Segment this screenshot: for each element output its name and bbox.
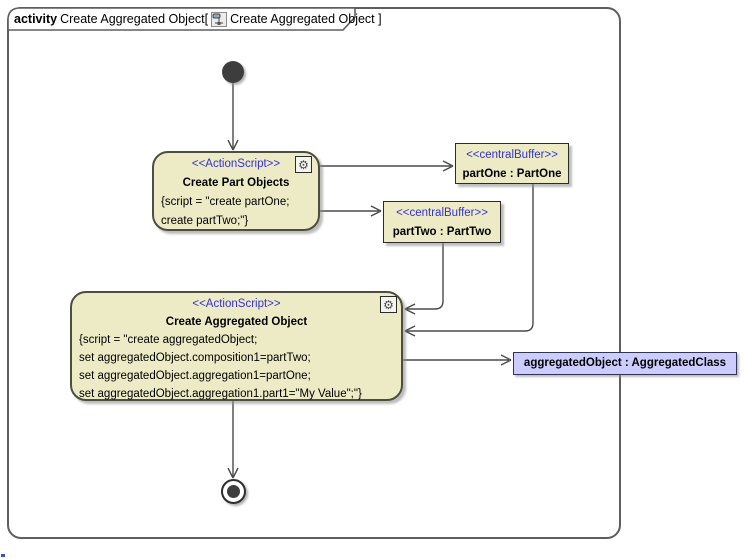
- object-node-name: aggregatedObject : AggregatedClass: [523, 357, 727, 369]
- gear-icon[interactable]: ⚙: [295, 156, 312, 173]
- activity-final-inner-dot: [227, 485, 240, 498]
- edge-parttwo-to-create-aggregated-object[interactable]: [404, 243, 444, 315]
- action-create-part-objects[interactable]: <<ActionScript>> Create Part Objects {sc…: [152, 151, 320, 231]
- buffer-name: partOne : PartOne: [462, 168, 562, 180]
- edge-create-aggregated-object-to-final[interactable]: [227, 401, 239, 479]
- edge-partone-to-create-aggregated-object[interactable]: [404, 184, 534, 337]
- central-buffer-partone[interactable]: <<centralBuffer>> partOne : PartOne: [455, 143, 569, 184]
- edge-create-aggregated-object-to-aggregatedobject[interactable]: [403, 354, 512, 366]
- action-name: Create Part Objects: [182, 177, 290, 189]
- edge-create-part-objects-to-partone[interactable]: [320, 160, 454, 172]
- stereotype-label: <<ActionScript>>: [191, 158, 281, 170]
- gear-icon[interactable]: ⚙: [380, 296, 397, 313]
- script-line: {script = "create partOne;: [161, 196, 290, 208]
- object-node-aggregatedobject[interactable]: aggregatedObject : AggregatedClass: [513, 352, 737, 375]
- script-line: set aggregatedObject.composition1=partTw…: [79, 352, 311, 364]
- script-line: set aggregatedObject.aggregation1.part1=…: [79, 388, 362, 400]
- activity-frame[interactable]: [7, 7, 621, 539]
- script-line: set aggregatedObject.aggregation1=partOn…: [79, 370, 311, 382]
- edge-create-part-objects-to-parttwo[interactable]: [320, 205, 382, 217]
- stereotype-label: <<centralBuffer>>: [396, 207, 488, 219]
- action-name: Create Aggregated Object: [165, 316, 308, 328]
- script-line: {script = "create aggregatedObject;: [79, 334, 258, 346]
- script-line: create partTwo;"}: [161, 215, 249, 227]
- buffer-name: partTwo : PartTwo: [392, 226, 492, 238]
- activity-final-node[interactable]: [221, 479, 246, 504]
- activity-diagram-icon: [211, 11, 228, 27]
- frame-title-before-icon: Create Aggregated Object[: [60, 12, 209, 26]
- stereotype-label: <<centralBuffer>>: [466, 149, 558, 161]
- initial-node[interactable]: [222, 61, 244, 83]
- edge-initial-to-create-part-objects[interactable]: [227, 83, 239, 151]
- screen-artifact-dot: [1, 554, 5, 557]
- frame-header-title: activity Create Aggregated Object[ Creat…: [14, 11, 382, 27]
- frame-title-after-icon: Create Aggregated Object ]: [230, 12, 382, 26]
- central-buffer-parttwo[interactable]: <<centralBuffer>> partTwo : PartTwo: [383, 201, 501, 243]
- stereotype-label: <<ActionScript>>: [192, 298, 281, 310]
- action-create-aggregated-object[interactable]: <<ActionScript>> Create Aggregated Objec…: [70, 291, 403, 401]
- frame-keyword: activity: [14, 12, 58, 26]
